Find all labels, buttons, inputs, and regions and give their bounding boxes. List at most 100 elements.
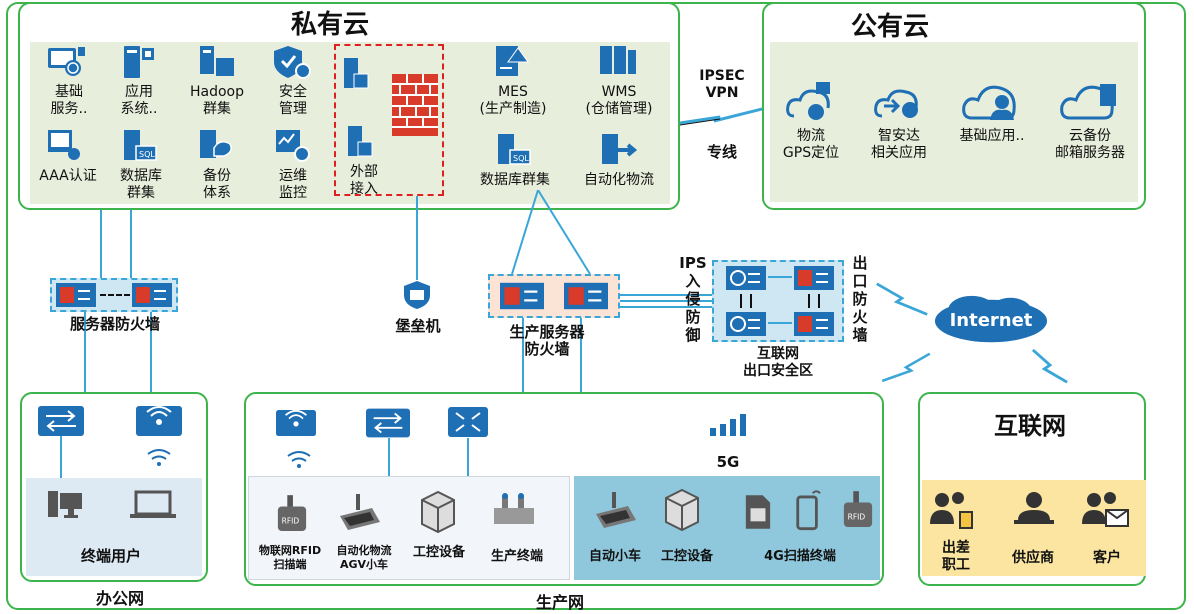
link-line [580, 318, 582, 392]
signal-bars-icon [710, 414, 746, 436]
production-terminal-icon [494, 493, 534, 524]
pc-item-backup[interactable]: 备份 体系 [186, 128, 248, 202]
sim-card-icon [745, 495, 771, 529]
pub-item-zad[interactable]: 智安达 相关应用 [858, 80, 940, 162]
server-access-icon [348, 126, 373, 157]
pc-item-aaa[interactable]: AAA认证 [32, 128, 104, 185]
wms-server-icon [600, 46, 636, 74]
production-left-inner [248, 476, 570, 580]
pc-item-app[interactable]: 应用 系统.. [108, 44, 170, 118]
firewall-appliance-icon [500, 282, 544, 310]
ips-label: IPS 入 侵 防 御 [679, 254, 707, 344]
mes-server-icon [496, 46, 529, 76]
pub-item-gps-label: 物流 GPS定位 [782, 128, 840, 161]
firewall-brick-icon [392, 74, 438, 136]
pc-item-external[interactable]: 外部 接入 [340, 124, 388, 198]
server-cluster-icon [200, 46, 234, 76]
public-cloud-title: 公有云 [850, 12, 929, 42]
pub-item-backup-label: 云备份 邮箱服务器 [1055, 128, 1125, 161]
industrial-device-label-2: 工控设备 [660, 549, 713, 564]
pub-item-backup[interactable]: 云备份 邮箱服务器 [1040, 80, 1140, 162]
scan-terminal-label: 4G扫描终端 [764, 549, 836, 564]
dash-link [100, 294, 130, 296]
pc-item-hadoop-label: Hadoop 群集 [189, 84, 244, 117]
sql-server-icon: SQL [124, 130, 157, 161]
pc-item-db2-label: 数据库群集 [480, 172, 550, 188]
pc-item-db2[interactable]: SQL 数据库群集 [466, 132, 564, 189]
terminal-users-label: 终端用户 [80, 547, 141, 565]
server-small-icon [344, 58, 369, 89]
ips-appliance-icon [726, 266, 766, 290]
production-right-inner [574, 476, 880, 580]
employee-label: 出差 职工 [942, 540, 970, 573]
firewall-appliance-icon [132, 283, 172, 307]
pc-item-app-label: 应用 系统.. [120, 84, 158, 117]
pub-item-zad-label: 智安达 相关应用 [871, 128, 927, 161]
link-line [768, 322, 792, 324]
monitor-globe-icon [48, 47, 85, 76]
auto-cart-label: 自动小车 [588, 549, 641, 564]
industrial-device-label: 工控设备 [412, 545, 465, 560]
pub-item-basic[interactable]: 基础应用.. [946, 80, 1038, 145]
wireless-ap-icon [276, 409, 316, 437]
cloud-gps-icon [786, 82, 830, 120]
internet-label: Internet [949, 310, 1033, 331]
rfid-tag-icon: RFID [843, 491, 873, 527]
monitor-cert-icon [48, 130, 80, 160]
switch-icon [38, 406, 84, 436]
cloud-gear-icon [874, 89, 918, 118]
pub-item-basic-label: 基础应用.. [959, 128, 1025, 144]
link-lines-svg [511, 190, 591, 275]
firewall-appliance-icon [564, 282, 608, 310]
customer-label: 客户 [1093, 550, 1121, 566]
public-cloud-inner [770, 42, 1138, 202]
internet-net-title: 互联网 [994, 412, 1066, 440]
pc-item-ops[interactable]: 运维 监控 [262, 128, 324, 202]
link-line [467, 438, 469, 476]
agv-cart-icon [596, 492, 636, 528]
backup-server-icon [200, 130, 232, 158]
bastion-shield-icon [404, 281, 430, 309]
pc-item-mes[interactable]: MES (生产制造) [466, 44, 560, 118]
exit-zone-label: 互联网 出口安全区 [743, 346, 813, 379]
pc-item-logistics-label: 自动化物流 [584, 172, 654, 188]
lightning-link-icon [680, 105, 770, 126]
server-app-icon [124, 46, 154, 78]
exit-firewall-label: 出 口 防 火 墙 [852, 254, 868, 344]
link-line [522, 318, 524, 392]
private-cloud-title: 私有云 [290, 10, 369, 40]
svg-text:RFID: RFID [282, 516, 300, 525]
pc-item-db-label: 数据库 群集 [120, 168, 162, 201]
firewall-appliance-icon [56, 283, 96, 307]
pc-item-wms[interactable]: WMS (仓储管理) [572, 44, 666, 118]
public-cloud-panel [762, 2, 1146, 210]
cloud-office-icon [1060, 84, 1116, 120]
laptop-icon [130, 490, 176, 518]
svg-text:SQL: SQL [513, 154, 529, 163]
ha-link [808, 294, 820, 308]
desktop-pc-icon [48, 491, 82, 518]
dmz-box [334, 44, 444, 196]
link-line [768, 276, 792, 278]
pc-item-logistics[interactable]: 自动化物流 [572, 132, 666, 189]
svg-text:RFID: RFID [848, 512, 866, 521]
rfid-tag-icon: RFID [277, 495, 307, 531]
link-line [100, 210, 102, 282]
office-net-title: 办公网 [95, 589, 144, 608]
core-switch-icon [448, 407, 488, 437]
server-firewall-label: 服务器防火墙 [69, 315, 160, 333]
pc-item-hadoop[interactable]: Hadoop 群集 [184, 44, 250, 118]
link-line [130, 210, 132, 282]
pub-item-gps[interactable]: 物流 GPS定位 [770, 80, 852, 162]
link-line [60, 436, 62, 478]
agv-label: 自动化物流 AGV小车 [336, 544, 392, 571]
lightning-icon [876, 282, 928, 316]
monitor-gear-icon [276, 130, 310, 162]
pc-item-wms-label: WMS (仓储管理) [585, 84, 653, 117]
pc-item-security[interactable]: 安全 管理 [262, 44, 324, 118]
bastion-label: 堡垒机 [395, 317, 441, 335]
pc-item-db[interactable]: SQL 数据库 群集 [108, 128, 174, 202]
supplier-label: 供应商 [1012, 550, 1054, 566]
five-g-label: 5G [716, 453, 740, 471]
pc-item-basic[interactable]: 基础 服务.. [38, 44, 100, 118]
